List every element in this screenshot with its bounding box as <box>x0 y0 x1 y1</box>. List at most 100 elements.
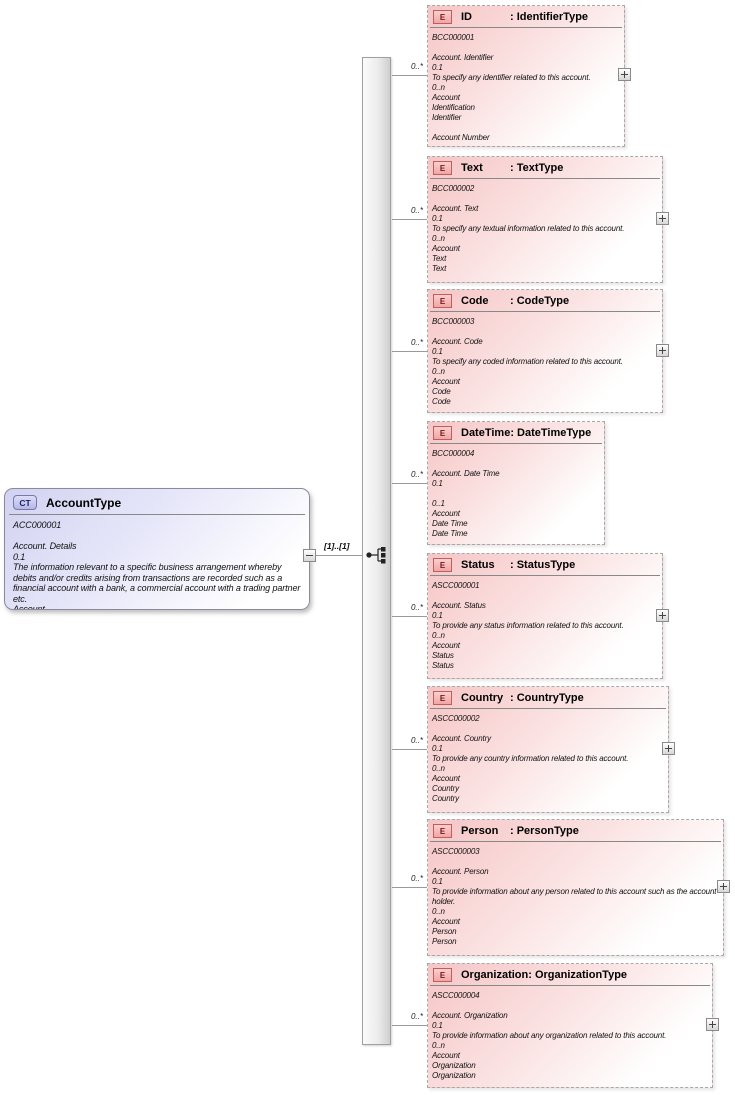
annotation-line: Account <box>432 917 460 926</box>
element-header: E Organization : OrganizationType <box>428 964 712 982</box>
element-name: DateTime <box>461 427 511 439</box>
annotation-line <box>13 531 303 542</box>
element-box-organization[interactable]: E Organization : OrganizationType ASCC00… <box>427 963 713 1088</box>
annotation-line: To specify any textual information relat… <box>432 224 625 233</box>
annotation-line: BCC000004 <box>432 449 475 458</box>
annotation-line: ASCC000003 <box>432 847 480 856</box>
annotation-line: Account. Date Time <box>432 469 500 478</box>
element-type: : TextType <box>510 162 564 174</box>
element-icon: E <box>433 294 452 308</box>
annotation-line: 0.1 <box>432 479 443 488</box>
annotation-line: 0..n <box>432 367 445 376</box>
element-type: : IdentifierType <box>510 11 589 23</box>
divider <box>430 178 660 179</box>
annotation-line: Status <box>432 651 454 660</box>
element-header: E Country : CountryType <box>428 687 668 705</box>
annotation-line: Text <box>432 264 447 273</box>
annotation-line: Account Number <box>432 133 490 142</box>
annotation-line: Date Time <box>432 519 468 528</box>
connector-line <box>392 75 427 76</box>
annotation-line: Account. Status <box>432 601 486 610</box>
annotation-line: Account <box>432 509 460 518</box>
cardinality-label: 0..* <box>410 874 423 883</box>
element-icon: E <box>433 558 452 572</box>
annotation-line: Code <box>432 387 451 396</box>
divider <box>430 311 660 312</box>
element-type: : PersonType <box>510 825 579 837</box>
annotation-line <box>432 327 660 337</box>
root-cardinality-label: [1]..[1] <box>324 541 350 551</box>
annotation-line: To provide information about any person … <box>432 887 717 906</box>
cardinality-label: 0..* <box>410 338 423 347</box>
annotation-line: Status <box>432 661 454 670</box>
annotation-line: Account. Text <box>432 204 479 213</box>
expand-plus-icon[interactable] <box>656 344 669 357</box>
annotation-line: To provide any country information relat… <box>432 754 629 763</box>
cardinality-label: 0..* <box>410 1012 423 1021</box>
expand-plus-icon[interactable] <box>618 68 631 81</box>
annotation-line: 0.1 <box>432 214 443 223</box>
expand-plus-icon[interactable] <box>662 742 675 755</box>
expand-plus-icon[interactable] <box>656 609 669 622</box>
annotation-line: 0.1 <box>432 611 443 620</box>
divider <box>430 575 660 576</box>
annotation-line: Person <box>432 927 457 936</box>
annotation-line: ASCC000001 <box>432 581 480 590</box>
annotation-line: 0..n <box>432 234 445 243</box>
annotation-line: To provide any status information relate… <box>432 621 624 630</box>
element-type: : OrganizationType <box>528 969 628 981</box>
annotation-line: 0.1 <box>432 63 443 72</box>
annotation-line: 0..n <box>432 907 445 916</box>
expand-plus-icon[interactable] <box>656 212 669 225</box>
annotation-line: Text <box>432 254 447 263</box>
expand-plus-icon[interactable] <box>717 880 730 893</box>
connector-line <box>392 887 427 888</box>
annotation-line: Country <box>432 794 459 803</box>
annotation-line: ACC000001 <box>13 520 62 530</box>
annotation-line: Account. Organization <box>432 1011 508 1020</box>
connector-line <box>392 219 427 220</box>
cardinality-label: 0..* <box>410 62 423 71</box>
cardinality-label: 0..* <box>410 206 423 215</box>
annotation-line: Identifier <box>432 113 462 122</box>
annotation-line: To provide information about any organiz… <box>432 1031 667 1040</box>
annotation-line <box>432 591 660 601</box>
annotation-line: Account. Country <box>432 734 491 743</box>
annotation-line <box>432 489 602 499</box>
connector-line <box>392 351 427 352</box>
element-name: Text <box>461 162 483 174</box>
annotation-line <box>432 459 602 469</box>
annotation-line: Organization <box>432 1071 476 1080</box>
annotation-line <box>432 194 660 204</box>
annotation-line: Account <box>432 774 460 783</box>
collapse-minus-icon[interactable] <box>303 549 316 562</box>
annotation-line: Account <box>432 641 460 650</box>
annotation-line: 0.1 <box>432 744 443 753</box>
element-icon: E <box>433 968 452 982</box>
annotation-line <box>432 43 622 53</box>
element-type: : DateTimeType <box>510 427 592 439</box>
sequence-compositor-bar[interactable] <box>362 57 391 1045</box>
annotation-line: Account. Identifier <box>432 53 494 62</box>
expand-plus-icon[interactable] <box>706 1018 719 1031</box>
annotation-line: Account <box>432 93 460 102</box>
connector-line <box>392 749 427 750</box>
complex-type-name: AccountType <box>46 495 122 510</box>
connector-line <box>392 1025 427 1026</box>
annotation-line: Account <box>432 1051 460 1060</box>
annotation-line: 0.1 <box>432 877 443 886</box>
element-name: Status <box>461 559 495 571</box>
